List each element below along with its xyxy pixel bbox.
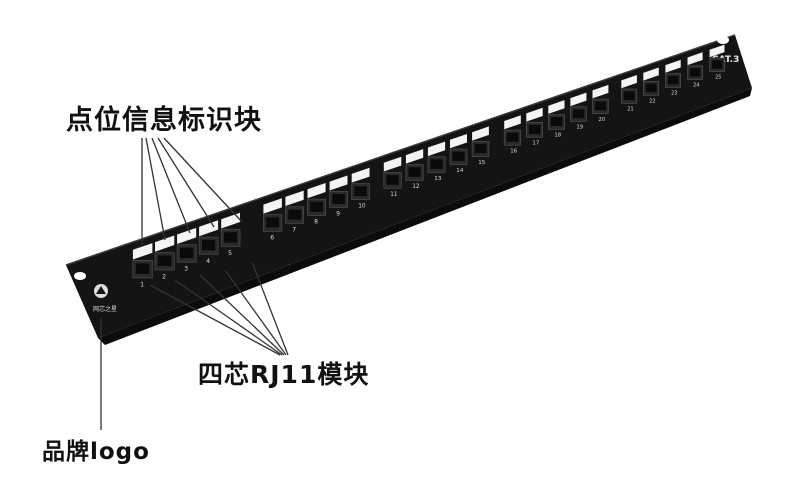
leader-rj11-1 <box>149 284 281 356</box>
rj11-port-hole <box>594 101 607 111</box>
rj11-port-hole <box>157 255 172 267</box>
rj11-port-hole <box>408 167 421 177</box>
port-number: 7 <box>292 227 296 234</box>
label-block <box>307 182 326 199</box>
port-number: 25 <box>715 75 721 81</box>
port-number: 4 <box>206 258 210 265</box>
port-number: 22 <box>649 98 655 104</box>
rj11-port-hole <box>430 159 443 169</box>
rj11-port-hole <box>528 124 541 134</box>
label-block <box>450 133 467 149</box>
label-block <box>548 100 565 114</box>
port-number: 9 <box>336 212 340 218</box>
panel-top-edge <box>65 34 736 266</box>
port-number: 6 <box>270 235 274 242</box>
port-number: 24 <box>693 83 699 89</box>
leader-rj11-5 <box>251 261 289 356</box>
rj11-port-hole <box>452 151 465 162</box>
label-block <box>132 243 153 260</box>
label-block <box>665 59 681 73</box>
rj11-port-hole <box>645 83 657 93</box>
rj11-port-hole <box>474 143 487 154</box>
mount-hole-right <box>717 36 729 44</box>
label-block <box>592 84 609 99</box>
label-block <box>472 126 489 141</box>
port-number: 19 <box>576 125 583 131</box>
rj11-port-hole <box>179 247 194 259</box>
brand-logo: 网芯之星 <box>93 284 117 313</box>
port-number: 17 <box>532 141 539 147</box>
rj11-port-hole <box>506 132 519 142</box>
label-block <box>329 175 348 191</box>
cat-label: CAT.3 <box>712 55 739 65</box>
port-number: 15 <box>478 160 485 166</box>
port-number: 23 <box>671 91 677 97</box>
label-block <box>405 149 424 164</box>
leader-info-4 <box>157 137 215 228</box>
label-block <box>221 212 240 229</box>
port-number: 3 <box>184 266 188 273</box>
rj11-port-hole <box>332 194 345 204</box>
label-block <box>427 141 446 157</box>
rj11-port-hole <box>224 232 238 243</box>
label-block <box>687 52 703 66</box>
label-block <box>285 190 304 207</box>
rj11-port-hole <box>202 239 216 251</box>
port-number: 12 <box>412 184 420 190</box>
rj11-port-hole <box>288 209 302 220</box>
rj11-port-hole <box>266 217 280 228</box>
rj11-port-hole <box>386 175 399 185</box>
rj11-port-hole <box>689 68 701 77</box>
label-block <box>351 167 370 183</box>
rj11-port-hole <box>711 60 723 69</box>
rj11-port-hole <box>354 186 367 197</box>
panel-bottom-lip <box>98 88 752 345</box>
rj11-port-hole <box>667 75 679 85</box>
port-number: 10 <box>358 204 366 210</box>
leader-rj11-2 <box>174 279 283 356</box>
port-groups: 1234567891011121314151617181920212223242… <box>132 44 725 289</box>
leader-info-2 <box>145 137 166 241</box>
port-number: 5 <box>228 250 232 257</box>
port-number: 16 <box>510 149 517 155</box>
port-number: 1 <box>140 282 144 289</box>
port-number: 20 <box>598 117 605 123</box>
leader-info-5 <box>163 137 243 223</box>
rj11-port-hole <box>135 263 150 274</box>
port-number: 2 <box>162 274 166 281</box>
label-block <box>263 198 282 214</box>
label-block <box>570 92 587 107</box>
label-block <box>177 227 197 244</box>
rj11-port-hole <box>572 109 585 119</box>
port-number: 14 <box>456 168 464 174</box>
panel-body <box>66 35 752 338</box>
label-block <box>155 235 175 252</box>
label-block <box>709 44 725 58</box>
callout-rj11-label: 四芯RJ11模块 <box>198 360 370 389</box>
port-number: 18 <box>554 133 561 139</box>
label-block <box>504 115 521 130</box>
leader-info-3 <box>151 137 191 234</box>
port-number: 21 <box>627 106 634 112</box>
port-number: 11 <box>390 192 398 198</box>
label-block <box>199 220 219 237</box>
leader-lines <box>100 137 289 430</box>
rj11-port-hole <box>550 117 563 126</box>
callout-info-label: 点位信息标识块 <box>66 105 262 136</box>
label-block <box>643 67 659 81</box>
rj11-port-hole <box>623 91 635 101</box>
label-block <box>526 107 543 122</box>
callout-logo-label: 品牌logo <box>42 439 150 465</box>
label-block <box>383 156 402 172</box>
brand-text: 网芯之星 <box>93 305 117 313</box>
leader-rj11-3 <box>199 274 285 356</box>
port-number: 13 <box>434 176 442 182</box>
label-block <box>621 75 637 89</box>
rj11-port-hole <box>310 201 323 212</box>
leader-rj11-4 <box>224 269 287 356</box>
mount-hole-left <box>74 272 86 280</box>
port-number: 8 <box>314 220 318 226</box>
